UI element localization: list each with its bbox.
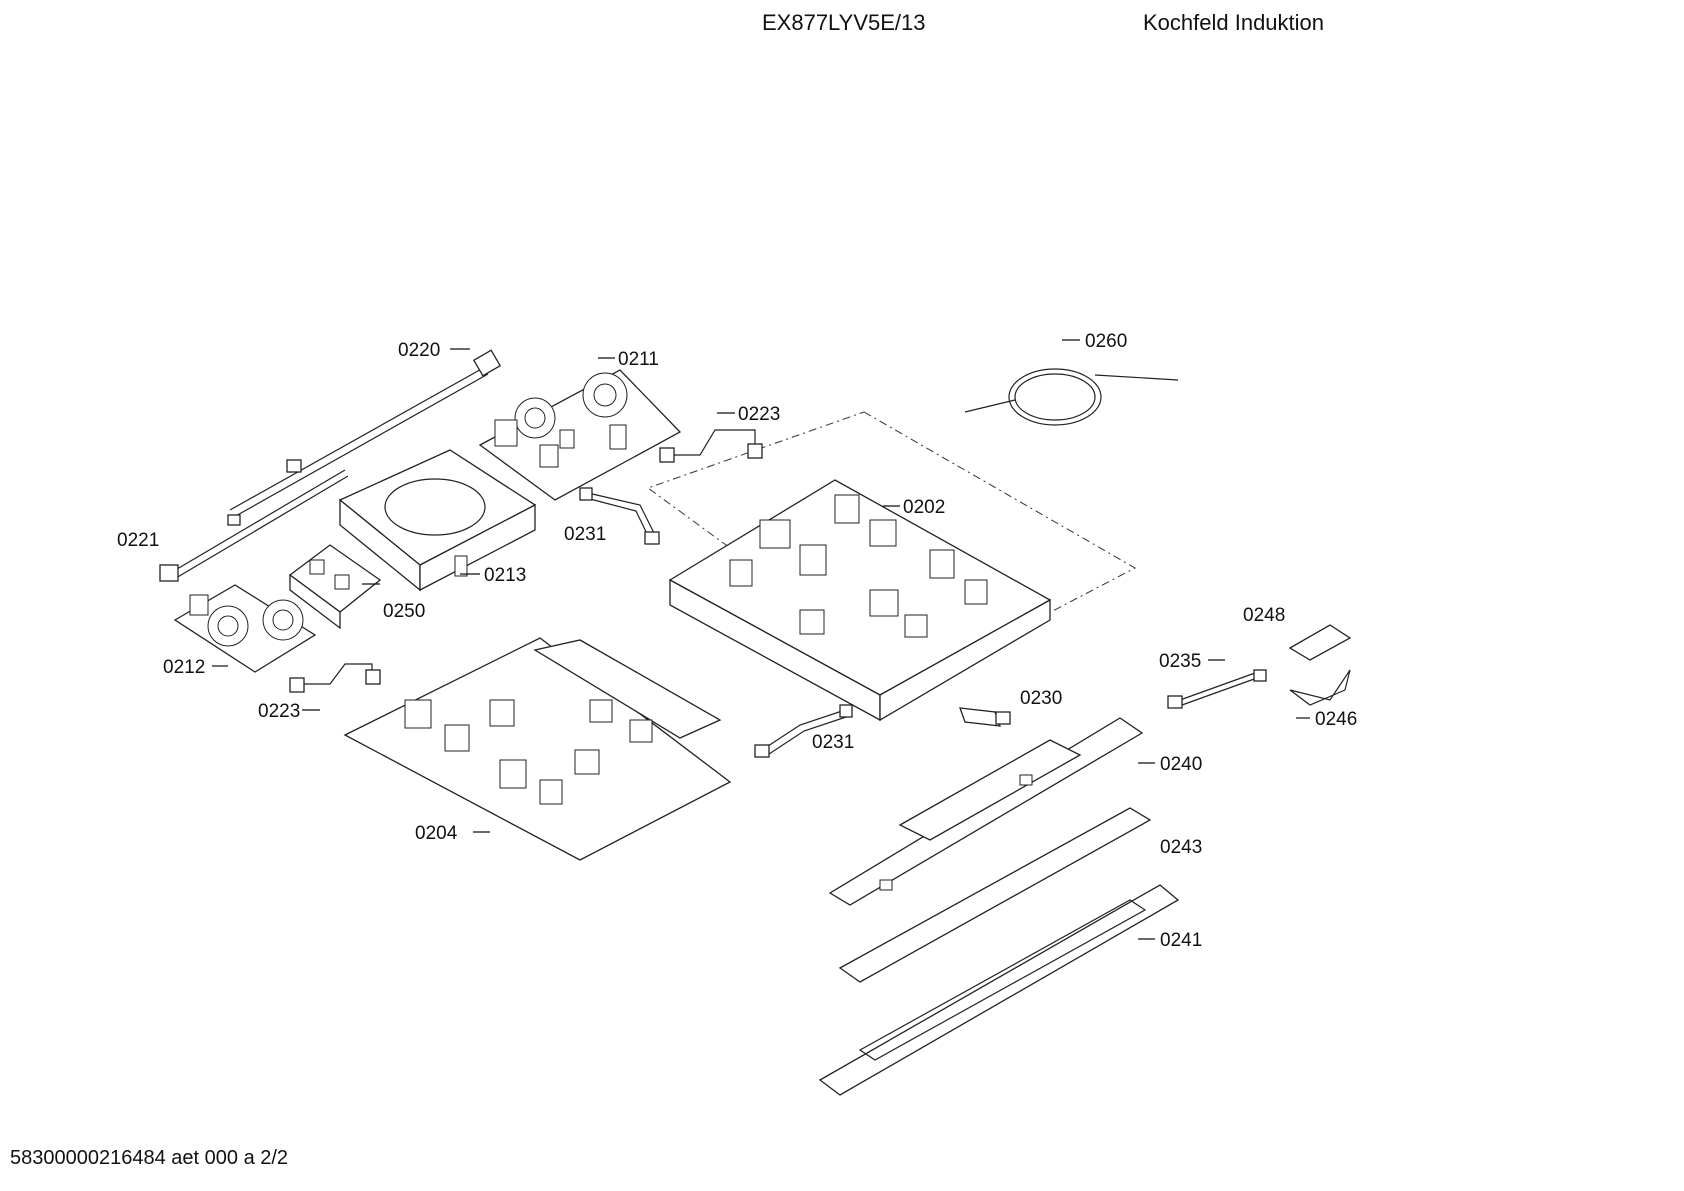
part-0202-power-board: [668, 479, 1052, 722]
part-0243-light-guide: [838, 807, 1152, 983]
part-0246-bracket: [1289, 669, 1351, 706]
label-0248: 0248: [1243, 605, 1285, 626]
part-0231-cable-lower: [754, 704, 853, 758]
label-0240: 0240: [1160, 754, 1202, 775]
label-0230: 0230: [1020, 688, 1062, 709]
part-0213-induction-coil: [338, 449, 537, 592]
label-0213: 0213: [484, 565, 526, 586]
part-0221-harness: [159, 469, 349, 582]
part-0220-harness: [229, 349, 502, 518]
part-0241-frame: [818, 884, 1180, 1096]
label-0212: 0212: [163, 657, 205, 678]
part-0230-ribbon: [959, 707, 1011, 727]
part-0231-cable-upper: [579, 487, 660, 545]
label-0250: 0250: [383, 601, 425, 622]
label-0241: 0241: [1160, 930, 1202, 951]
part-0212-filter-board: [173, 584, 317, 673]
label-0223-lower: 0223: [258, 701, 300, 722]
part-0260-mains-cable: [964, 368, 1179, 426]
label-0246: 0246: [1315, 709, 1357, 730]
label-0223-upper: 0223: [738, 404, 780, 425]
part-0223-cable-lower: [289, 663, 381, 693]
label-0202: 0202: [903, 497, 945, 518]
diagram-title: Kochfeld Induktion: [1143, 10, 1325, 35]
part-0223-cable-upper: [659, 429, 763, 463]
label-0235: 0235: [1159, 651, 1201, 672]
part-0235-cable: [1167, 669, 1267, 709]
part-0211-filter-board: [478, 369, 682, 501]
part-0250-module: [288, 544, 382, 630]
label-0260: 0260: [1085, 331, 1127, 352]
label-0204: 0204: [415, 823, 458, 844]
document-reference: 58300000216484 aet 000 a 2/2: [10, 1147, 289, 1169]
part-0248-board: [1288, 624, 1352, 661]
label-0243: 0243: [1160, 837, 1202, 858]
label-0231-upper: 0231: [564, 524, 606, 545]
part-0204-control-board: [343, 637, 732, 861]
label-0220: 0220: [398, 340, 440, 361]
label-0211: 0211: [618, 349, 659, 370]
part-0240-display-board: [828, 717, 1144, 906]
model-number: EX877LYV5E/13: [762, 10, 926, 35]
label-0231-lower: 0231: [812, 732, 854, 753]
label-0221: 0221: [117, 530, 159, 551]
